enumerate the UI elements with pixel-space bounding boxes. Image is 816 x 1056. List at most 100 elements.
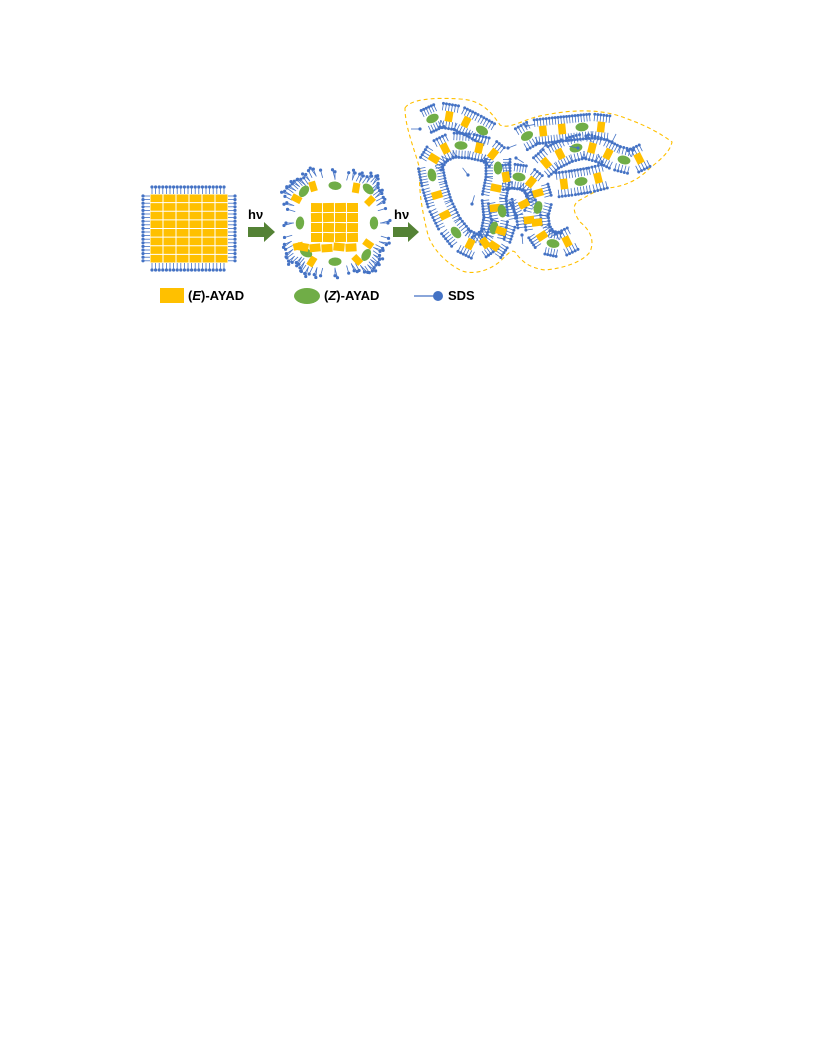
sds-head <box>182 268 186 272</box>
sds-head <box>548 206 552 210</box>
sds-head <box>484 160 488 164</box>
sds-head <box>438 136 442 140</box>
sds-head <box>440 162 444 166</box>
sds-head <box>422 107 426 111</box>
sds-head <box>536 152 540 156</box>
e-ayad-molecule <box>334 202 347 213</box>
sds-head <box>549 172 553 176</box>
sds-head <box>533 168 537 172</box>
sds-head <box>472 231 476 235</box>
sds-head <box>532 118 536 122</box>
stage-2-sds-fringe <box>280 166 392 280</box>
sds-head <box>200 185 204 189</box>
sds-head <box>613 168 617 172</box>
sds-head <box>563 194 567 198</box>
legend-e-ayad-swatch <box>160 288 184 303</box>
sds-head <box>511 206 515 210</box>
sds-head <box>377 263 381 267</box>
sds-head <box>434 128 438 132</box>
sds-head <box>625 171 629 175</box>
sds-head <box>352 269 356 273</box>
sds-head <box>141 223 145 227</box>
sds-head <box>546 216 550 220</box>
sds-head <box>516 163 520 167</box>
sds-head <box>567 161 571 165</box>
sds-head <box>168 185 172 189</box>
sds-head <box>387 241 391 245</box>
sds-head <box>376 174 380 178</box>
sds-head <box>190 268 194 272</box>
e-ayad-molecule <box>539 156 553 170</box>
sds-head <box>608 114 612 118</box>
sds-head <box>490 218 494 222</box>
sds-head <box>541 148 545 152</box>
sds-head <box>514 156 518 160</box>
sds-head <box>562 163 566 167</box>
sds-head <box>141 259 145 263</box>
e-ayad-molecule <box>202 246 215 254</box>
e-ayad-molecule <box>474 142 484 154</box>
sds-head <box>505 194 509 198</box>
sds-head <box>516 226 520 230</box>
sds-head <box>552 170 556 174</box>
sds-head <box>565 136 569 140</box>
e-ayad-molecule <box>439 142 451 155</box>
sds-head <box>597 161 601 165</box>
sds-head <box>280 190 284 194</box>
e-ayad-molecule <box>334 212 347 223</box>
sds-head <box>501 188 505 192</box>
e-ayad-molecule <box>334 222 347 233</box>
e-ayad-molecule <box>215 220 228 228</box>
sds-head <box>382 200 386 204</box>
e-ayad-molecule <box>202 254 215 263</box>
sds-head <box>576 113 580 117</box>
sds-head <box>306 169 311 173</box>
sds-head <box>193 185 197 189</box>
sds-head <box>388 218 392 223</box>
sds-head <box>546 253 550 257</box>
sds-head <box>303 271 307 276</box>
e-ayad-molecule <box>176 194 189 203</box>
sds-head <box>554 168 558 172</box>
sds-head <box>455 131 459 135</box>
sds-head <box>547 174 551 178</box>
sds-head <box>489 214 493 218</box>
sds-head <box>543 252 547 256</box>
sds-head <box>599 188 603 192</box>
sds-head <box>383 206 388 211</box>
sds-head <box>285 185 289 189</box>
sds-head <box>451 156 455 160</box>
sds-head <box>512 228 516 232</box>
sds-head <box>311 167 315 171</box>
sds-head <box>602 113 606 117</box>
sds-head <box>444 102 448 106</box>
sds-head <box>570 114 574 118</box>
sds-head <box>200 268 204 272</box>
e-ayad-molecule <box>150 254 163 263</box>
sds-head <box>141 208 145 212</box>
sds-head <box>559 115 563 119</box>
sds-head <box>625 146 629 150</box>
sds-head <box>461 252 465 256</box>
sds-head <box>448 242 452 246</box>
sds-head <box>479 159 483 163</box>
sds-head <box>587 112 591 116</box>
sds-head <box>587 158 591 162</box>
sds-head <box>284 221 288 225</box>
sds-head <box>524 228 528 232</box>
sds-head <box>419 155 423 159</box>
z-ayad-molecule <box>361 248 372 261</box>
sds-head <box>539 213 543 217</box>
sds-head <box>581 137 585 141</box>
arrow-1-shape <box>248 222 275 242</box>
e-ayad-molecule <box>559 178 569 190</box>
sds-head <box>487 136 491 140</box>
sds-head <box>441 101 445 105</box>
sds-head <box>547 185 551 189</box>
e-ayad-molecule <box>593 171 603 185</box>
sds-head <box>548 209 552 213</box>
sds-head <box>557 166 561 170</box>
sds-head <box>511 231 515 235</box>
sds-head <box>446 187 450 191</box>
sds-head <box>141 237 145 241</box>
